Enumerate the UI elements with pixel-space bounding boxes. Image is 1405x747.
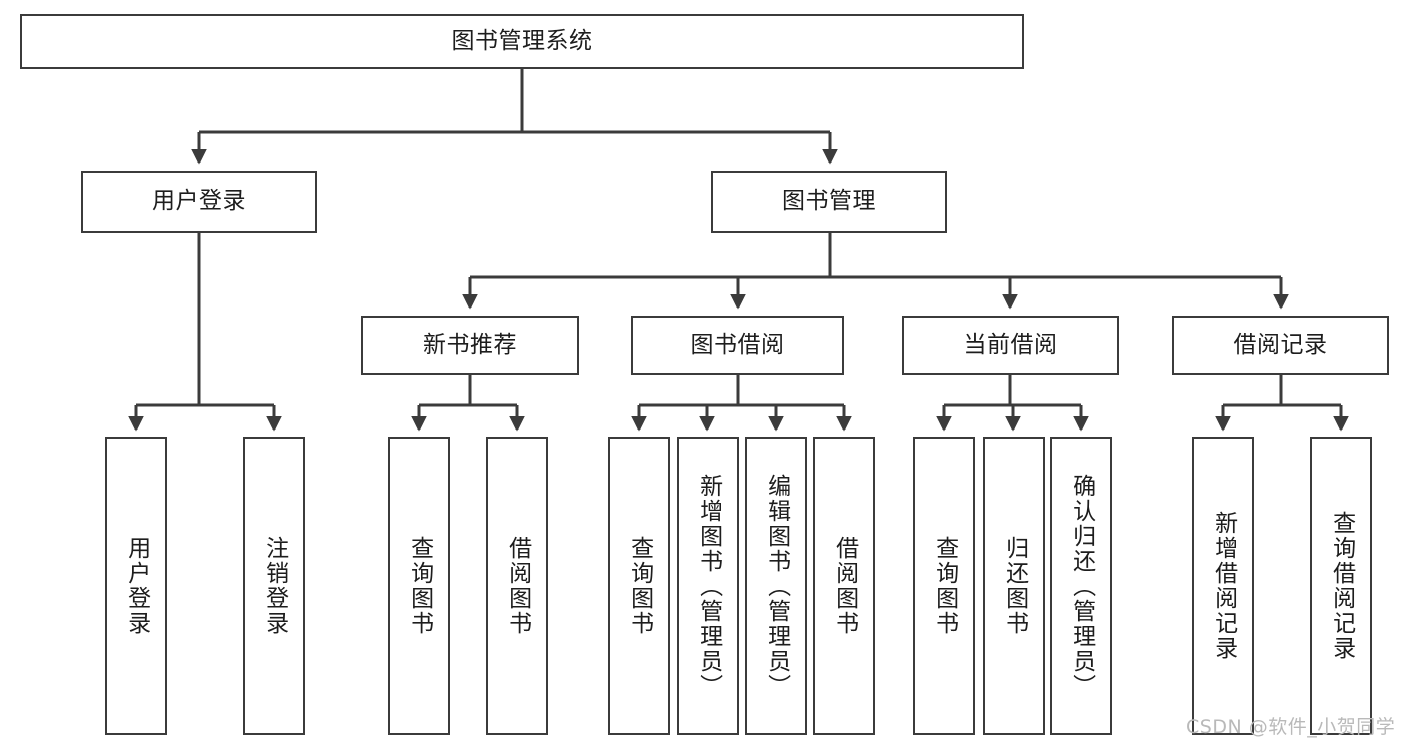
- node-label: 新增图书（管理员）: [695, 473, 722, 699]
- node-user-login[interactable]: 用户登录: [81, 171, 317, 233]
- node-new-book-recommendation[interactable]: 新书推荐: [361, 316, 579, 375]
- node-leaf-logout[interactable]: 注销登录: [243, 437, 305, 735]
- node-leaf-query-book-1[interactable]: 查询图书: [388, 437, 450, 735]
- node-label: 图书借阅: [690, 331, 785, 358]
- node-leaf-borrow-book-1[interactable]: 借阅图书: [486, 437, 548, 735]
- node-label: 编辑图书（管理员）: [763, 473, 790, 699]
- node-book-management[interactable]: 图书管理: [711, 171, 947, 233]
- node-label: 查询图书: [406, 536, 433, 636]
- node-leaf-add-borrow-record[interactable]: 新增借阅记录: [1192, 437, 1254, 735]
- node-leaf-user-login[interactable]: 用户登录: [105, 437, 167, 735]
- node-leaf-edit-book-admin[interactable]: 编辑图书（管理员）: [745, 437, 807, 735]
- node-book-borrow[interactable]: 图书借阅: [631, 316, 844, 375]
- node-book-management-system[interactable]: 图书管理系统: [20, 14, 1024, 69]
- node-leaf-add-book-admin[interactable]: 新增图书（管理员）: [677, 437, 739, 735]
- node-current-borrow[interactable]: 当前借阅: [902, 316, 1119, 375]
- node-label: 借阅图书: [504, 536, 531, 636]
- node-label: 借阅记录: [1233, 331, 1328, 358]
- node-label: 归还图书: [1001, 536, 1028, 636]
- node-label: 图书管理系统: [451, 27, 593, 54]
- node-label: 注销登录: [261, 536, 288, 636]
- node-label: 新增借阅记录: [1210, 511, 1237, 661]
- node-label: 新书推荐: [423, 331, 517, 358]
- node-label: 借阅图书: [831, 536, 858, 636]
- node-label: 用户登录: [123, 536, 150, 636]
- node-leaf-confirm-return-admin[interactable]: 确认归还（管理员）: [1050, 437, 1112, 735]
- node-leaf-query-book-2[interactable]: 查询图书: [608, 437, 670, 735]
- node-borrow-record[interactable]: 借阅记录: [1172, 316, 1389, 375]
- node-label: 确认归还（管理员）: [1068, 473, 1095, 699]
- node-label: 查询图书: [931, 536, 958, 636]
- node-label: 查询借阅记录: [1328, 511, 1355, 661]
- node-leaf-borrow-book-2[interactable]: 借阅图书: [813, 437, 875, 735]
- node-leaf-return-book[interactable]: 归还图书: [983, 437, 1045, 735]
- node-label: 查询图书: [626, 536, 653, 636]
- node-leaf-query-borrow-record[interactable]: 查询借阅记录: [1310, 437, 1372, 735]
- node-label: 当前借阅: [963, 331, 1058, 358]
- node-label: 图书管理: [782, 188, 876, 215]
- watermark-text: CSDN @软件_小贺同学: [1186, 716, 1396, 738]
- node-label: 用户登录: [152, 188, 246, 215]
- node-leaf-query-book-3[interactable]: 查询图书: [913, 437, 975, 735]
